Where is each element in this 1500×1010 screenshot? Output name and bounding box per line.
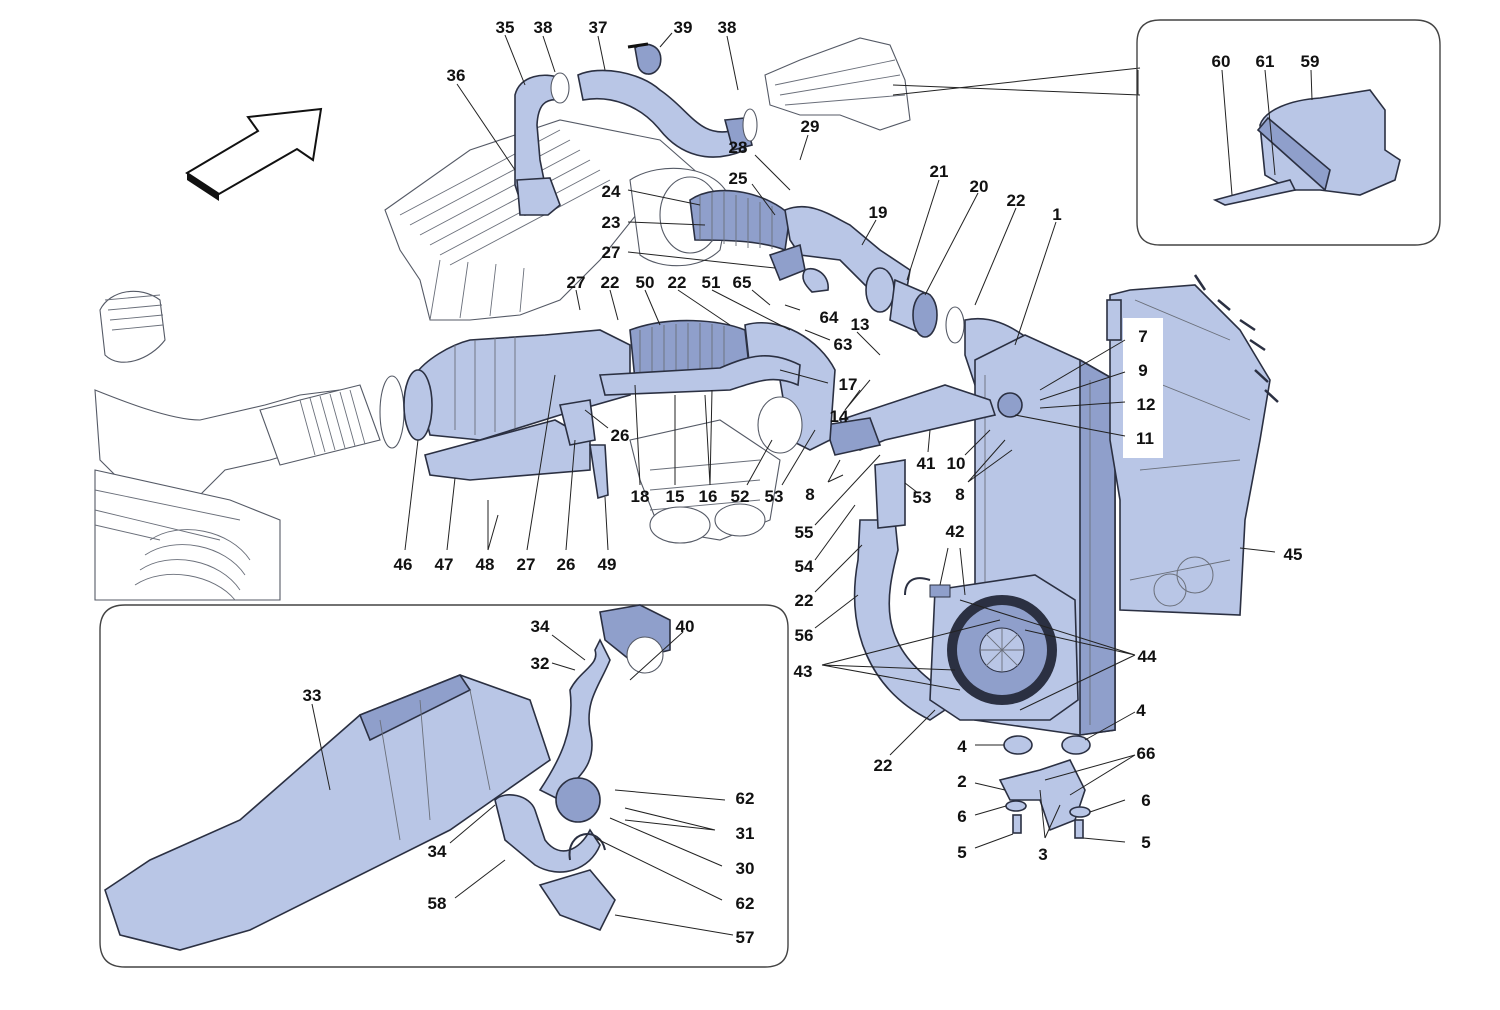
callout-38: 38 bbox=[718, 18, 737, 37]
callout-35: 35 bbox=[496, 18, 515, 37]
air-box-detail-inset bbox=[99, 604, 789, 968]
callout-15: 15 bbox=[666, 487, 685, 506]
callout-7: 7 bbox=[1138, 327, 1147, 346]
callout-39: 39 bbox=[674, 18, 693, 37]
callout-14: 14 bbox=[830, 407, 849, 426]
callout-25: 25 bbox=[729, 169, 748, 188]
callout-62: 62 bbox=[736, 789, 755, 808]
callout-48: 48 bbox=[476, 555, 495, 574]
callout-6: 6 bbox=[957, 807, 966, 826]
callout-27: 27 bbox=[517, 555, 536, 574]
callout-22: 22 bbox=[668, 273, 687, 292]
callout-60: 60 bbox=[1212, 52, 1231, 71]
callout-27: 27 bbox=[602, 243, 621, 262]
callout-47: 47 bbox=[435, 555, 454, 574]
callout-26: 26 bbox=[611, 426, 630, 445]
callout-32: 32 bbox=[531, 654, 550, 673]
callout-12: 12 bbox=[1137, 395, 1156, 414]
callout-33: 33 bbox=[303, 686, 322, 705]
inlet-duct-outline bbox=[764, 37, 1141, 131]
callout-3: 3 bbox=[1038, 845, 1047, 864]
callout-13: 13 bbox=[851, 315, 870, 334]
callout-29: 29 bbox=[801, 117, 820, 136]
callout-46: 46 bbox=[394, 555, 413, 574]
callout-56: 56 bbox=[795, 626, 814, 645]
callout-5: 5 bbox=[1141, 833, 1150, 852]
callout-30: 30 bbox=[736, 859, 755, 878]
callout-17: 17 bbox=[839, 375, 858, 394]
callout-58: 58 bbox=[428, 894, 447, 913]
callout-34: 34 bbox=[531, 617, 550, 636]
callout-53: 53 bbox=[913, 488, 932, 507]
callout-19: 19 bbox=[869, 203, 888, 222]
callout-22: 22 bbox=[1007, 191, 1026, 210]
callout-24: 24 bbox=[602, 182, 621, 201]
leader-lines bbox=[311, 32, 1313, 936]
label-backing bbox=[1123, 318, 1163, 458]
direction-of-travel-arrow bbox=[185, 107, 323, 201]
callout-21: 21 bbox=[930, 162, 949, 181]
callout-9: 9 bbox=[1138, 361, 1147, 380]
callout-labels: 35 38 37 39 38 36 29 28 25 24 23 27 19 2… bbox=[303, 18, 1320, 947]
callout-50: 50 bbox=[636, 273, 655, 292]
callout-61: 61 bbox=[1256, 52, 1275, 71]
callout-36: 36 bbox=[447, 66, 466, 85]
callout-41: 41 bbox=[917, 454, 936, 473]
callout-2: 2 bbox=[957, 772, 966, 791]
callout-10: 10 bbox=[947, 454, 966, 473]
callout-53: 53 bbox=[765, 487, 784, 506]
engine-block-outline bbox=[384, 119, 781, 544]
callout-54: 54 bbox=[795, 557, 814, 576]
callout-64: 64 bbox=[820, 308, 839, 327]
callout-18: 18 bbox=[631, 487, 650, 506]
lower-hose-and-fan bbox=[853, 459, 1079, 721]
duct-detail-inset bbox=[1136, 19, 1441, 246]
intercooler-bracket bbox=[823, 384, 1023, 456]
callout-8: 8 bbox=[805, 485, 814, 504]
callout-34: 34 bbox=[428, 842, 447, 861]
callout-6: 6 bbox=[1141, 791, 1150, 810]
callout-5: 5 bbox=[957, 843, 966, 862]
callout-43: 43 bbox=[794, 662, 813, 681]
callout-51: 51 bbox=[702, 273, 721, 292]
callout-11: 11 bbox=[1136, 429, 1154, 448]
callout-52: 52 bbox=[731, 487, 750, 506]
callout-28: 28 bbox=[729, 138, 748, 157]
intercooler-mount-hardware bbox=[998, 735, 1091, 839]
callout-20: 20 bbox=[970, 177, 989, 196]
callout-1: 1 bbox=[1052, 205, 1061, 224]
callout-31: 31 bbox=[736, 824, 755, 843]
callout-63: 63 bbox=[834, 335, 853, 354]
callout-65: 65 bbox=[733, 273, 752, 292]
callout-57: 57 bbox=[736, 928, 755, 947]
callout-45: 45 bbox=[1284, 545, 1303, 564]
callout-4: 4 bbox=[1136, 701, 1146, 720]
callout-38: 38 bbox=[534, 18, 553, 37]
callout-49: 49 bbox=[598, 555, 617, 574]
callout-44: 44 bbox=[1138, 647, 1157, 666]
callout-37: 37 bbox=[589, 18, 608, 37]
callout-8: 8 bbox=[955, 485, 964, 504]
engine-intake-outline bbox=[94, 290, 405, 601]
callout-59: 59 bbox=[1301, 52, 1320, 71]
callout-66: 66 bbox=[1137, 744, 1156, 763]
callout-16: 16 bbox=[699, 487, 718, 506]
callout-26: 26 bbox=[557, 555, 576, 574]
callout-23: 23 bbox=[602, 213, 621, 232]
callout-55: 55 bbox=[795, 523, 814, 542]
callout-42: 42 bbox=[946, 522, 965, 541]
callout-62: 62 bbox=[736, 894, 755, 913]
callout-22: 22 bbox=[874, 756, 893, 775]
lower-intake-assembly bbox=[403, 319, 836, 500]
callout-22: 22 bbox=[795, 591, 814, 610]
callout-40: 40 bbox=[676, 617, 695, 636]
upper-breather-hose-assembly bbox=[514, 42, 758, 216]
callout-4: 4 bbox=[957, 737, 967, 756]
callout-27: 27 bbox=[567, 273, 586, 292]
callout-22: 22 bbox=[601, 273, 620, 292]
